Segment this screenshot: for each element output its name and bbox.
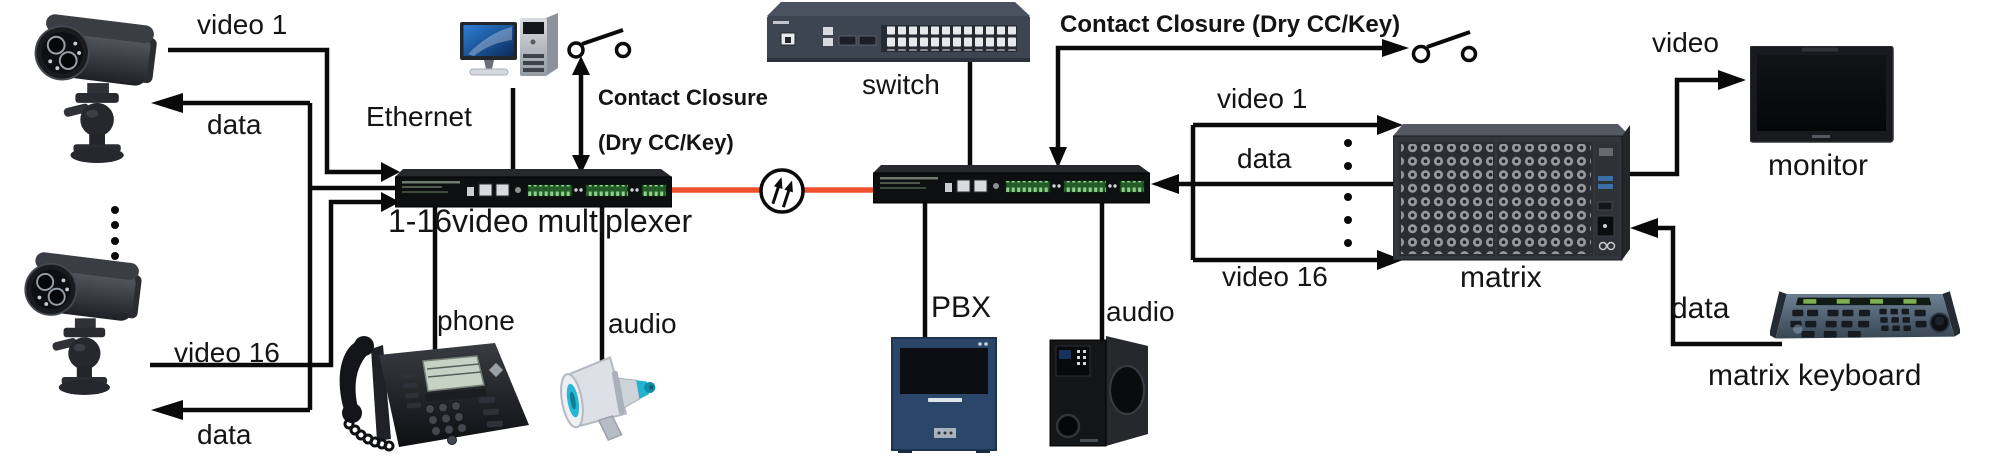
label-matrix-video1: video 1 (1217, 83, 1308, 114)
cc-left-up-arrow (572, 56, 590, 75)
ip-phone-device (327, 321, 532, 458)
ethernet-switch (765, 0, 1030, 69)
video-multiplexer-left (394, 167, 673, 216)
video1-left-line (168, 47, 383, 175)
data-left-bus-line (181, 103, 397, 413)
cc-right-down-arrow (1049, 147, 1067, 168)
contact-switch-right-icon (1411, 30, 1478, 64)
camera-mount (63, 83, 124, 163)
megaphone-icon (560, 356, 656, 441)
pbx-device (890, 336, 1002, 459)
label-camera1-data: data (207, 109, 262, 140)
label-monitor-video: video (1652, 27, 1719, 58)
label-keyboard-data: data (1671, 292, 1730, 325)
label-audio-left: audio (608, 308, 677, 339)
label-contact-closure-left-2: (Dry CC/Key) (598, 130, 734, 155)
label-matrix-data: data (1237, 143, 1292, 174)
label-matrix-keyboard: matrix keyboard (1708, 359, 1922, 392)
video16-left-arrow (381, 192, 400, 212)
label-matrix: matrix (1460, 261, 1542, 294)
camera-mount (52, 318, 110, 395)
cc-right-right-arrow (1382, 39, 1409, 57)
label-contact-closure-right: Contact Closure (Dry CC/Key) (1060, 11, 1401, 38)
desktop-computer (460, 12, 564, 99)
label-switch: switch (862, 69, 940, 100)
label-contact-closure-left-1: Contact Closure (598, 85, 768, 110)
data-camera1-arrow (151, 93, 183, 113)
cctv-camera-icon (34, 14, 157, 163)
label-multiplexer: 1-16video multiplexer (388, 203, 693, 239)
ip-phone-icon (339, 336, 529, 452)
ethernet-switch-icon (767, 2, 1030, 62)
video-multiplexer-icon (872, 165, 1151, 204)
label-camera16-data: data (197, 419, 252, 450)
video1-right-arrow (1377, 115, 1403, 135)
monitor-device (1749, 45, 1895, 153)
data-keyboard-arrow (1630, 218, 1658, 238)
data-right-arrow (1151, 174, 1179, 194)
arrowheads (151, 39, 1746, 420)
speaker-device (1048, 334, 1152, 455)
video1-left-arrow (381, 162, 400, 182)
video-matrix (1392, 114, 1630, 271)
label-audio-right: audio (1106, 296, 1175, 327)
label-camera1-video: video 1 (197, 9, 288, 40)
cctv-camera-bottom (20, 238, 162, 415)
desktop-computer-icon (460, 13, 558, 76)
label-pbx: PBX (931, 291, 992, 324)
video16-right-arrow (1377, 250, 1403, 270)
label-monitor: monitor (1768, 149, 1869, 182)
data-keyboard-line (1656, 225, 1782, 347)
video-multiplexer-icon (394, 169, 673, 208)
matrix-keyboard-icon (1769, 291, 1961, 339)
contact-switch-left-icon (567, 28, 632, 59)
data-camera16-arrow (151, 400, 183, 420)
speaker-icon (1049, 336, 1148, 447)
label-matrix-video16: video 16 (1222, 261, 1328, 292)
fiber-optic-icon (759, 168, 805, 214)
megaphone-device (560, 340, 660, 450)
cctv-camera-top (30, 6, 178, 177)
pbx-icon (891, 337, 997, 453)
cc-left-down-arrow (572, 155, 590, 174)
video-matrix-icon (1392, 124, 1630, 261)
video-multiplexer-right (872, 163, 1151, 212)
label-camera16-video: video 16 (174, 337, 280, 368)
right-ellipsis-dots (1344, 139, 1352, 247)
matrix-keyboard-device (1769, 278, 1961, 365)
video-monitor-line (1620, 77, 1718, 177)
video-monitor-arrow (1718, 70, 1746, 90)
monitor-icon (1749, 45, 1894, 143)
video16-left-line (150, 199, 383, 368)
label-ethernet: Ethernet (366, 101, 472, 132)
contact-closure-right-line (1055, 45, 1384, 150)
cctv-camera-icon (24, 252, 142, 395)
label-phone: phone (437, 305, 515, 336)
